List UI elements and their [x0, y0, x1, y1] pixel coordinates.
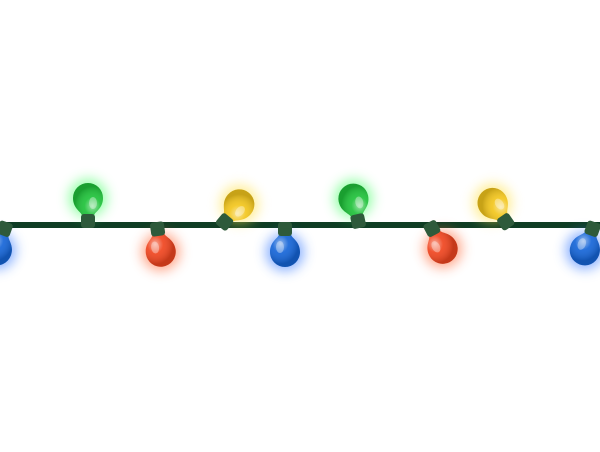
bulb-socket [150, 221, 166, 237]
light-bulb-red [141, 221, 180, 271]
bulb-shine [427, 230, 458, 264]
bulb-highlight [355, 196, 364, 209]
bulb-socket [350, 213, 366, 229]
bulb-socket [278, 222, 292, 236]
light-bulb-blue [565, 220, 600, 270]
bulb-highlight [431, 241, 441, 253]
bulb-socket [0, 220, 13, 237]
bulb-shine [270, 234, 300, 267]
bulb-socket [584, 220, 600, 237]
bulb-shine [338, 183, 369, 218]
light-bulb-yellow [215, 185, 259, 231]
bulb-shine [0, 231, 12, 266]
bulb-highlight [151, 241, 160, 254]
bulb-shine [145, 233, 176, 267]
bulb-shine [477, 187, 508, 222]
light-bulb-yellow [473, 183, 515, 231]
bulbs-group [0, 179, 600, 271]
bulb-highlight [235, 206, 245, 217]
bulb-socket [81, 214, 95, 228]
bulb-shine [569, 231, 600, 266]
bulb-highlight [494, 198, 505, 210]
light-bulb-blue [266, 222, 304, 271]
bulb-highlight [89, 197, 97, 209]
bulb-socket [423, 220, 441, 237]
bulb-shine [73, 183, 103, 216]
light-bulb-blue [0, 220, 16, 270]
bulb-shine [223, 189, 255, 222]
bulb-socket [215, 213, 234, 231]
bulb-socket [497, 213, 515, 231]
light-bulb-red [423, 220, 462, 268]
light-bulb-green [69, 179, 107, 228]
bulb-highlight [577, 238, 587, 250]
light-bulb-green [334, 179, 373, 229]
bulb-highlight [276, 241, 284, 253]
